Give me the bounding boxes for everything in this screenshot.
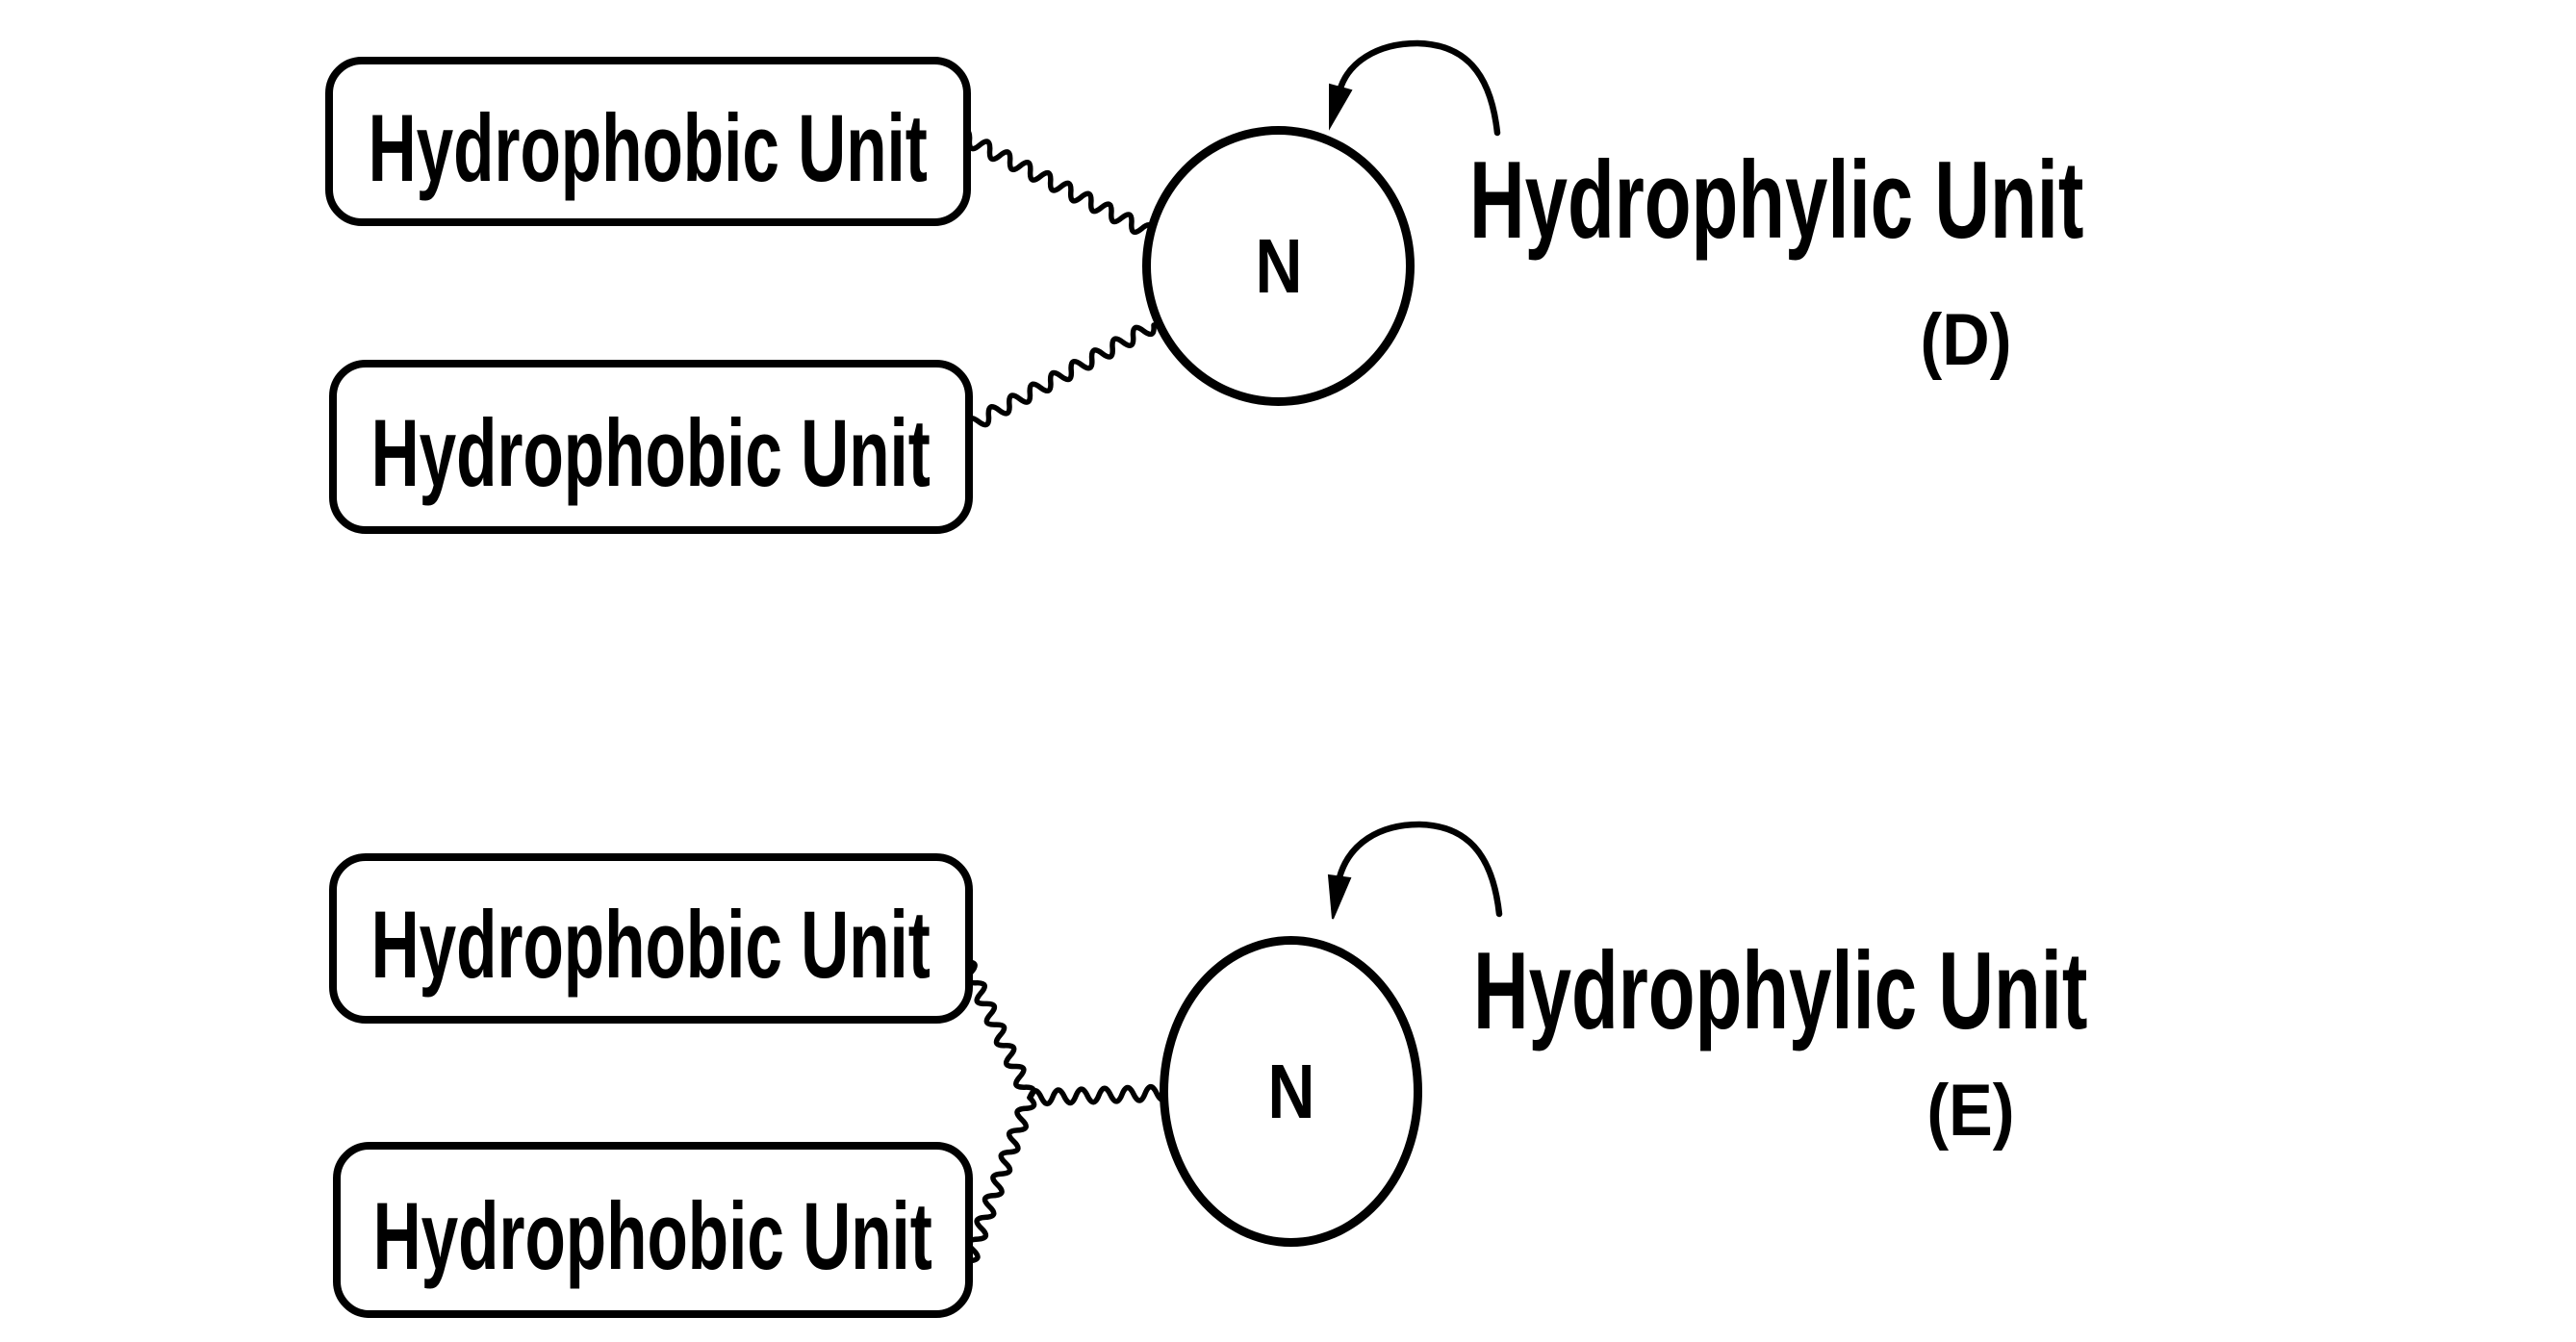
self-arrow-d <box>1336 39 1501 137</box>
hydrophilic-unit-label-e: Hydrophylic Unit <box>1473 930 2088 1052</box>
nitrogen-node-e: N <box>1160 936 1422 1247</box>
wavy-bond-e-top <box>963 959 1036 1101</box>
self-arrow-d-head <box>1329 83 1353 131</box>
self-arrow-e <box>1336 821 1503 918</box>
self-arrow-e-head <box>1327 874 1352 920</box>
hydrophobic-unit-label: Hydrophobic Unit <box>372 1182 933 1289</box>
hydrophobic-unit-box-e-bottom: Hydrophobic Unit <box>333 1142 973 1318</box>
hydrophobic-unit-box-e-top: Hydrophobic Unit <box>329 853 973 1024</box>
hydrophobic-unit-label: Hydrophobic Unit <box>370 399 931 506</box>
nitrogen-node-label: N <box>1266 1048 1315 1134</box>
hydrophobic-unit-label: Hydrophobic Unit <box>370 891 931 998</box>
panel-tag-e: (E) <box>1926 1070 2015 1152</box>
nitrogen-node-d: N <box>1142 126 1415 406</box>
wavy-bond-e-stem <box>1027 1083 1171 1107</box>
nitrogen-node-label: N <box>1254 222 1303 309</box>
hydrophilic-unit-label-d: Hydrophylic Unit <box>1469 139 2084 262</box>
wavy-bond-d-bottom <box>965 322 1157 430</box>
panel-tag-d: (D) <box>1920 299 2012 381</box>
hydrophobic-unit-box-d-bottom: Hydrophobic Unit <box>329 360 973 534</box>
hydrophobic-unit-label: Hydrophobic Unit <box>368 93 929 201</box>
wavy-bond-d-top <box>956 128 1155 237</box>
hydrophobic-unit-box-d-top: Hydrophobic Unit <box>325 57 971 226</box>
